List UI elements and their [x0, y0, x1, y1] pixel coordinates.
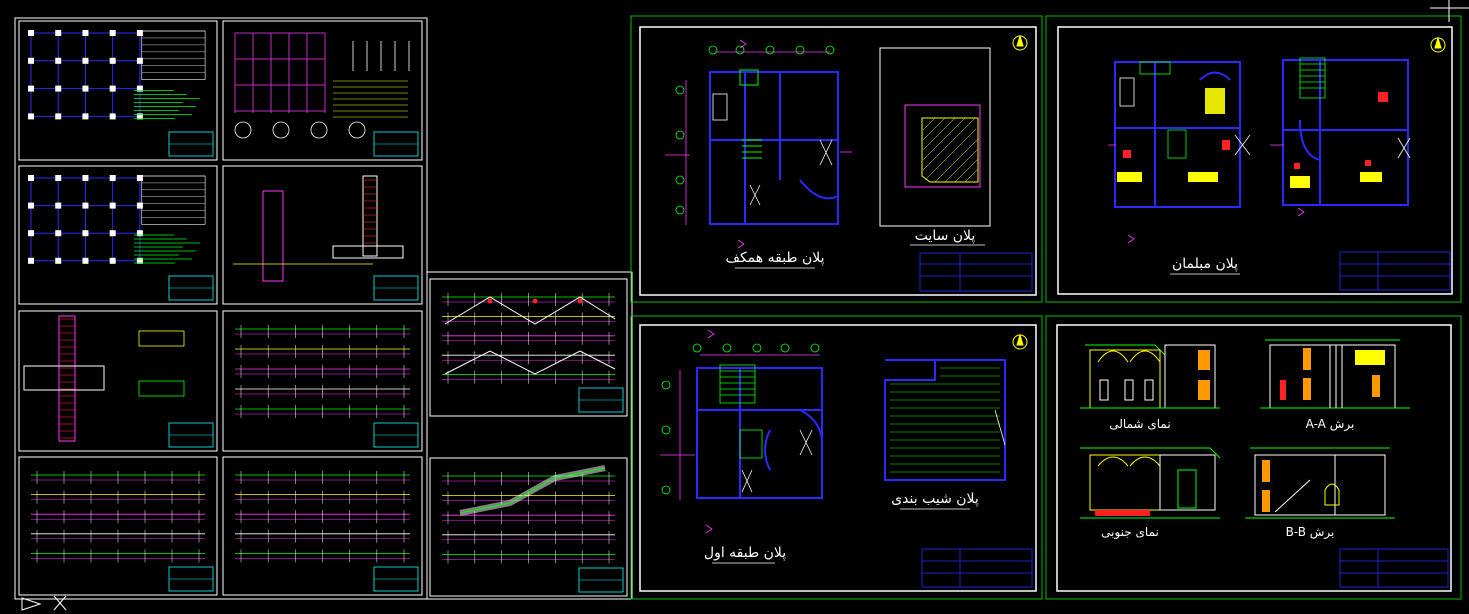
south-elevation-title: نمای جنوبی — [1101, 525, 1159, 540]
structural-sheet-2[interactable] — [222, 20, 423, 161]
structural-sheet-7[interactable] — [18, 456, 218, 596]
structural-sheet-6[interactable] — [222, 310, 423, 452]
north-arrow-icon — [1012, 34, 1028, 51]
structural-sheet-9[interactable] — [429, 278, 628, 417]
sheet-elevations-sections[interactable]: نمای شمالی برش A-A نمای جنوبی — [1056, 324, 1452, 592]
crosshair-icon — [1430, 0, 1469, 22]
structural-sheet-10[interactable] — [429, 457, 628, 597]
architectural-group-borders — [630, 15, 1462, 600]
title-block — [919, 252, 1033, 292]
ground-plan-title: پلان طبقه همکف — [725, 250, 824, 266]
slope-plan-title: پلان شیب بندی — [891, 491, 979, 507]
title-block — [1339, 251, 1451, 291]
title-block — [921, 548, 1033, 588]
structural-sheet-5[interactable] — [18, 310, 218, 452]
structural-sheet-3[interactable] — [18, 165, 218, 305]
ucs-icon — [21, 595, 67, 611]
section-aa-title: برش A-A — [1306, 417, 1355, 432]
title-block — [1339, 548, 1449, 588]
structural-sheet-4[interactable] — [222, 165, 423, 305]
structural-sheet-8[interactable] — [222, 456, 423, 596]
north-arrow-icon — [1012, 333, 1028, 350]
furniture-plan-title: پلان مبلمان — [1172, 256, 1238, 272]
sheet-furniture-plan[interactable]: پلان مبلمان — [1057, 26, 1453, 295]
first-floor-plan-title: پلان طبقه اول — [704, 545, 786, 561]
structural-sheet-1[interactable] — [18, 20, 218, 161]
north-elevation-title: نمای شمالی — [1109, 417, 1170, 431]
sheet-first-floor-plan[interactable]: پلان شیب بندی پلان طبقه اول — [639, 324, 1037, 592]
section-bb-title: برش B-B — [1286, 525, 1335, 540]
sheet-ground-and-site-plan[interactable]: پلان سایت پلان طبقه همکف — [639, 26, 1037, 296]
structural-sheets-group — [14, 17, 633, 600]
site-plan-title: پلان سایت — [915, 228, 976, 244]
north-arrow-icon — [1430, 36, 1446, 53]
